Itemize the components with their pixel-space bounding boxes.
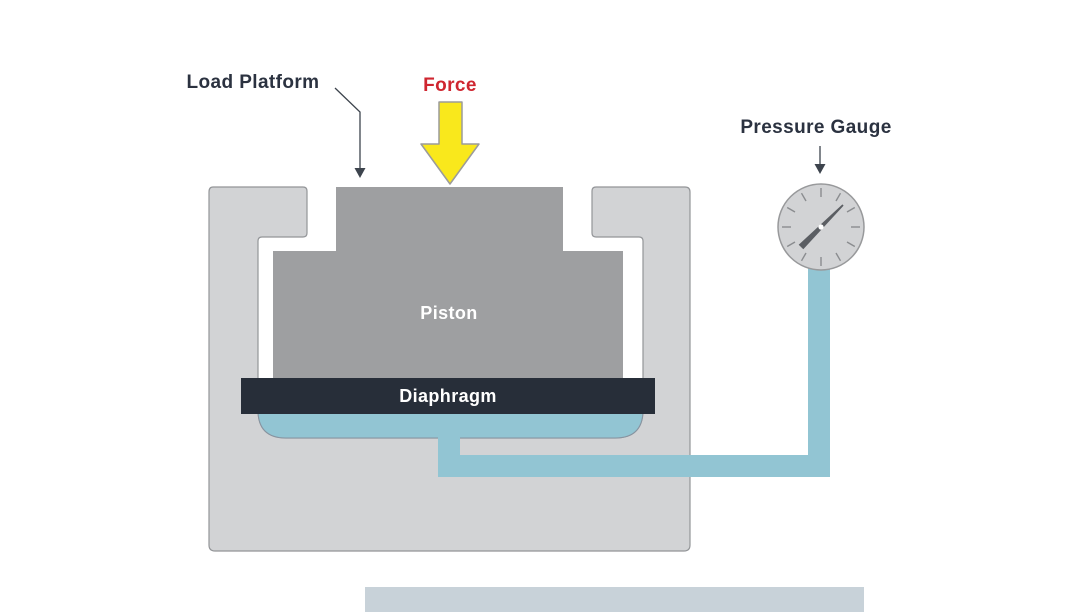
gauge-tick (786, 206, 796, 213)
gauge-tick (800, 252, 807, 262)
gauge-tick (846, 241, 856, 248)
gauge-tick (835, 252, 842, 262)
load-platform-label: Load Platform (187, 72, 320, 93)
bottom-surface (365, 587, 864, 612)
pressure-gauge-pointer-arrowhead (814, 164, 826, 174)
diaphragm-bar (241, 378, 655, 414)
diaphragm-label: Diaphragm (399, 386, 497, 406)
force-label: Force (423, 75, 477, 96)
piston-label: Piston (420, 303, 477, 323)
gauge-ticks (782, 188, 860, 266)
load-platform-leader-line (334, 87, 361, 169)
gauge-tick (846, 206, 856, 213)
gauge-needle-hub (818, 224, 824, 230)
gauge-tick (800, 192, 807, 202)
load-platform-leader-arrowhead (354, 168, 366, 178)
hydraulic-tube (438, 260, 830, 477)
piston-body (273, 187, 623, 378)
gauge-tick (786, 241, 796, 248)
force-arrow-icon (420, 101, 480, 185)
gauge-tick (835, 192, 842, 202)
pressure-gauge-label: Pressure Gauge (740, 117, 891, 138)
